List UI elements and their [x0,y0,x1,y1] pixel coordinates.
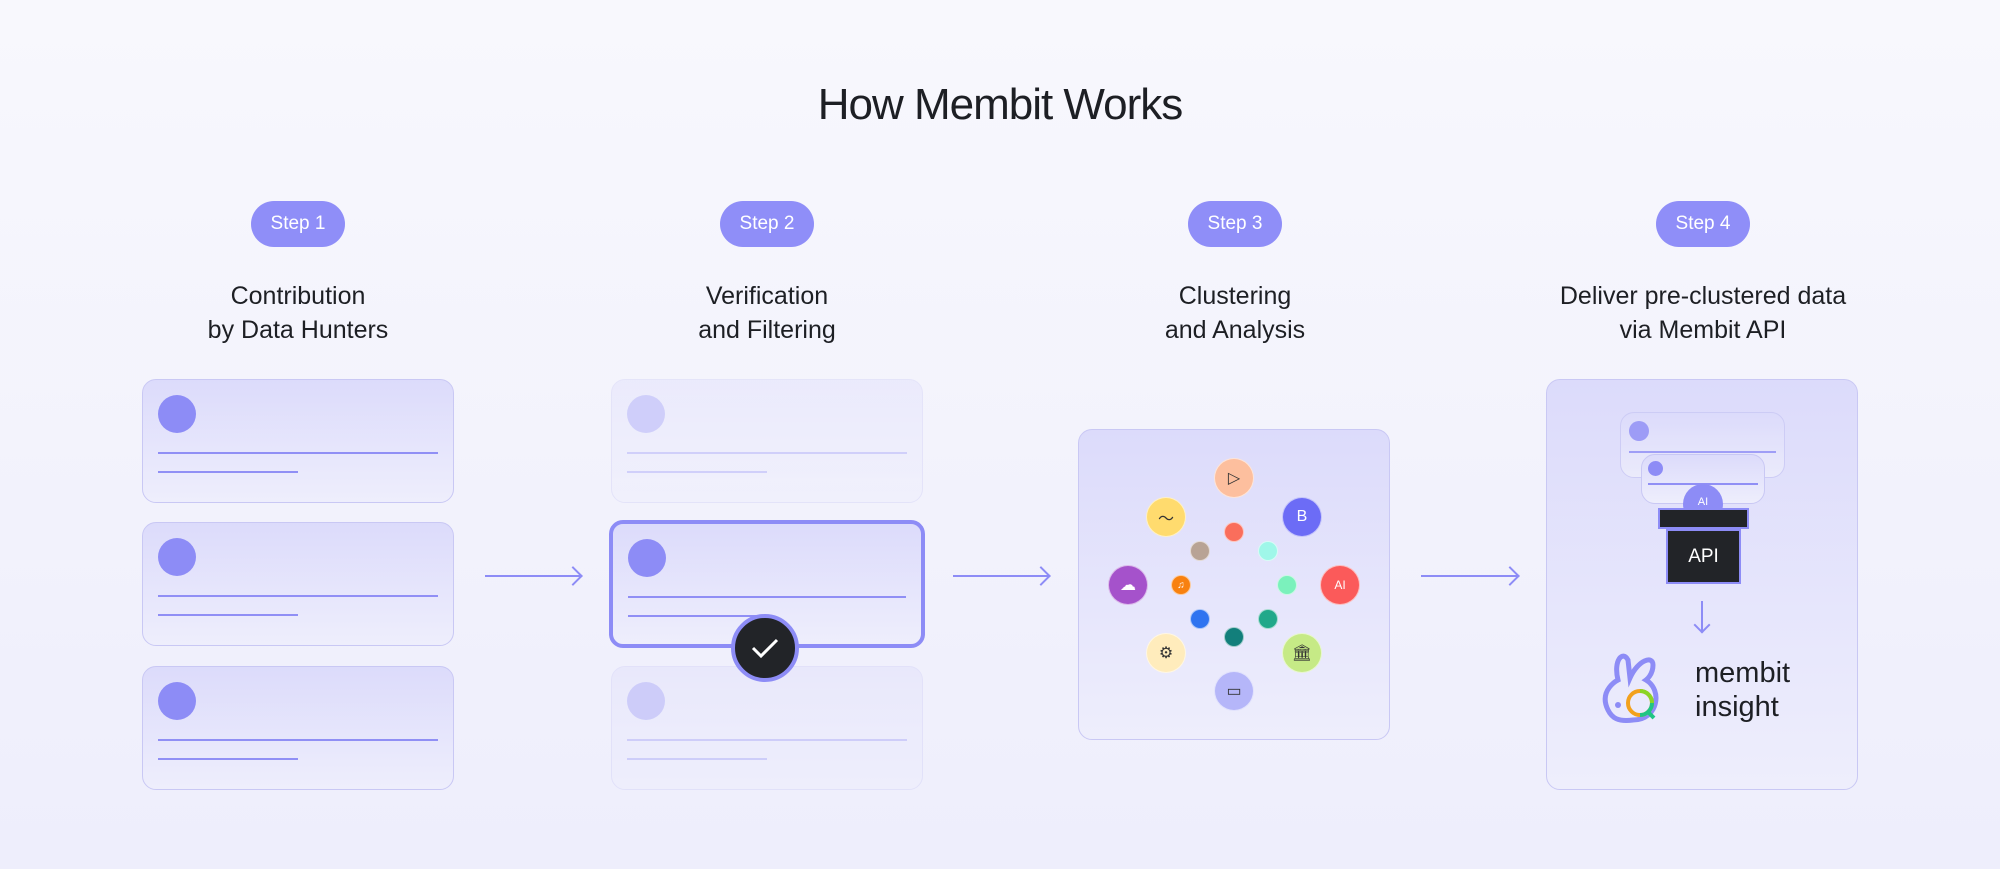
gamepad-icon [1190,541,1210,561]
bunny-avatar-icon [158,538,196,576]
step-title-line: Contribution [230,282,366,310]
membit-bunny-logo-icon [1602,653,1659,723]
logo-line: insight [1695,691,1779,723]
logo-line: membit [1695,657,1791,689]
pulse-icon: 〜 [1146,497,1186,537]
arrow-down-icon [1701,601,1703,631]
rejected-card [611,379,923,503]
pen-icon [1258,609,1278,629]
video-play-icon: ▷ [1214,458,1254,498]
api-box-lid [1658,508,1749,529]
bunny-avatar-icon [628,539,666,577]
step-2-title: Verification and Filtering [557,279,977,347]
data-card [142,666,454,790]
ai-chip-icon: AI [1320,565,1360,605]
step-2-badge: Step 2 [720,201,814,247]
flask-icon [1277,575,1297,595]
check-icon [731,614,799,682]
arrow-right-icon [485,575,580,577]
utensils-icon [1224,627,1244,647]
step-title-line: and Filtering [698,316,836,344]
step-title-line: Clustering [1178,282,1292,310]
step-4-title: Deliver pre-clustered data via Membit API [1493,279,1913,347]
step-title-line: Deliver pre-clustered data [1559,282,1847,310]
bunny-avatar-icon [627,395,665,433]
gear-icon: ⚙ [1146,633,1186,673]
bunny-avatar-icon [627,682,665,720]
step-1-title: Contribution by Data Hunters [88,279,508,347]
step-3-badge: Step 3 [1188,201,1282,247]
step-3-title: Clustering and Analysis [1025,279,1445,347]
bunny-avatar-icon [158,682,196,720]
bunny-avatar-icon [1648,461,1663,476]
briefcase-icon: ▭ [1214,671,1254,711]
step-title-line: Verification [705,282,829,310]
arrow-right-icon [953,575,1048,577]
data-card [142,522,454,646]
basketball-icon [1224,522,1244,542]
api-box: API [1666,529,1741,584]
step-1-badge: Step 1 [251,201,345,247]
arrow-right-icon [1421,575,1517,577]
plane-icon [1258,541,1278,561]
music-icon: ♫ [1171,575,1191,595]
step-title-line: via Membit API [1619,316,1787,344]
step-title-line: and Analysis [1164,316,1306,344]
rejected-card [611,666,923,790]
bank-icon: 🏛 [1282,633,1322,673]
step-title-line: by Data Hunters [207,316,389,344]
bunny-avatar-icon [158,395,196,433]
storm-cloud-icon: ☁ [1108,565,1148,605]
crypto-coin-icon: B [1282,497,1322,537]
bunny-avatar-icon [1629,421,1649,441]
data-card [142,379,454,503]
page-title: How Membit Works [817,80,1184,129]
head-icon [1190,609,1210,629]
step-4-badge: Step 4 [1656,201,1750,247]
